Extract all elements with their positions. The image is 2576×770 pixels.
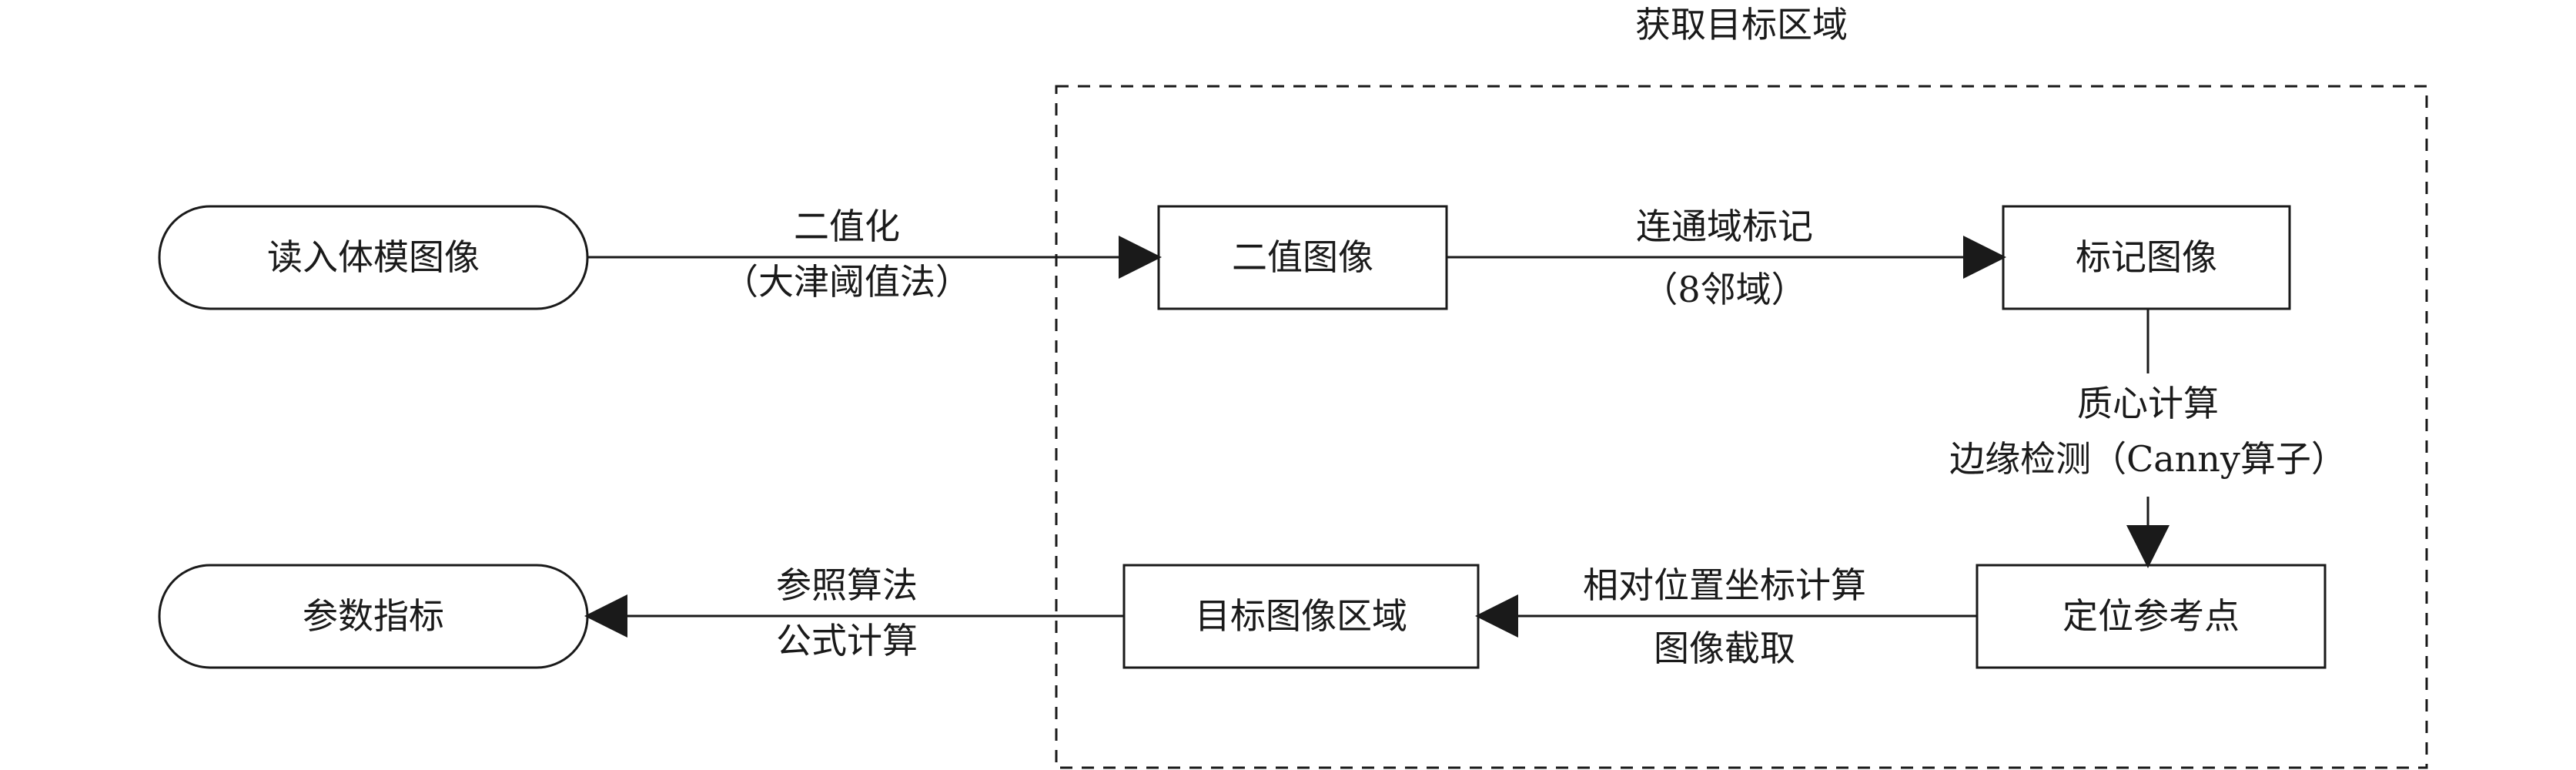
edge-locate-line1: 质心计算 <box>2077 383 2219 424</box>
region-title: 获取目标区域 <box>1635 4 1848 45</box>
node-labeled-image: 标记图像 <box>2002 205 2291 310</box>
edge-binarize-line1: 二值化 <box>794 206 900 247</box>
node-read-phantom-label: 读入体模图像 <box>267 236 480 278</box>
node-target-region: 目标图像区域 <box>1122 564 1480 669</box>
edge-crop-line1: 相对位置坐标计算 <box>1583 564 1866 606</box>
node-read-phantom: 读入体模图像 <box>158 205 589 310</box>
edge-crop-line2: 图像截取 <box>1654 628 1795 669</box>
node-binary-image: 二值图像 <box>1157 205 1448 310</box>
node-param-index-label: 参数指标 <box>303 595 444 637</box>
edge-compute-line2: 公式计算 <box>776 620 918 661</box>
node-target-region-label: 目标图像区域 <box>1195 595 1407 637</box>
node-locate-reference-label: 定位参考点 <box>2062 595 2240 637</box>
edge-locate-label-bg <box>1909 373 2387 497</box>
target-region-boundary <box>1055 85 2428 769</box>
edge-label-line1: 连通域标记 <box>1636 206 1813 247</box>
node-locate-reference: 定位参考点 <box>1975 564 2327 669</box>
edge-locate-line2: 边缘检测（Canny算子） <box>1949 438 2347 480</box>
node-binary-image-label: 二值图像 <box>1232 236 1373 278</box>
node-labeled-image-label: 标记图像 <box>2076 236 2217 278</box>
edge-label-line2: （8邻域） <box>1642 269 1806 310</box>
node-param-index: 参数指标 <box>158 564 589 669</box>
edge-binarize-line2: （大津阈值法） <box>723 261 971 303</box>
edge-compute-line1: 参照算法 <box>776 564 918 606</box>
